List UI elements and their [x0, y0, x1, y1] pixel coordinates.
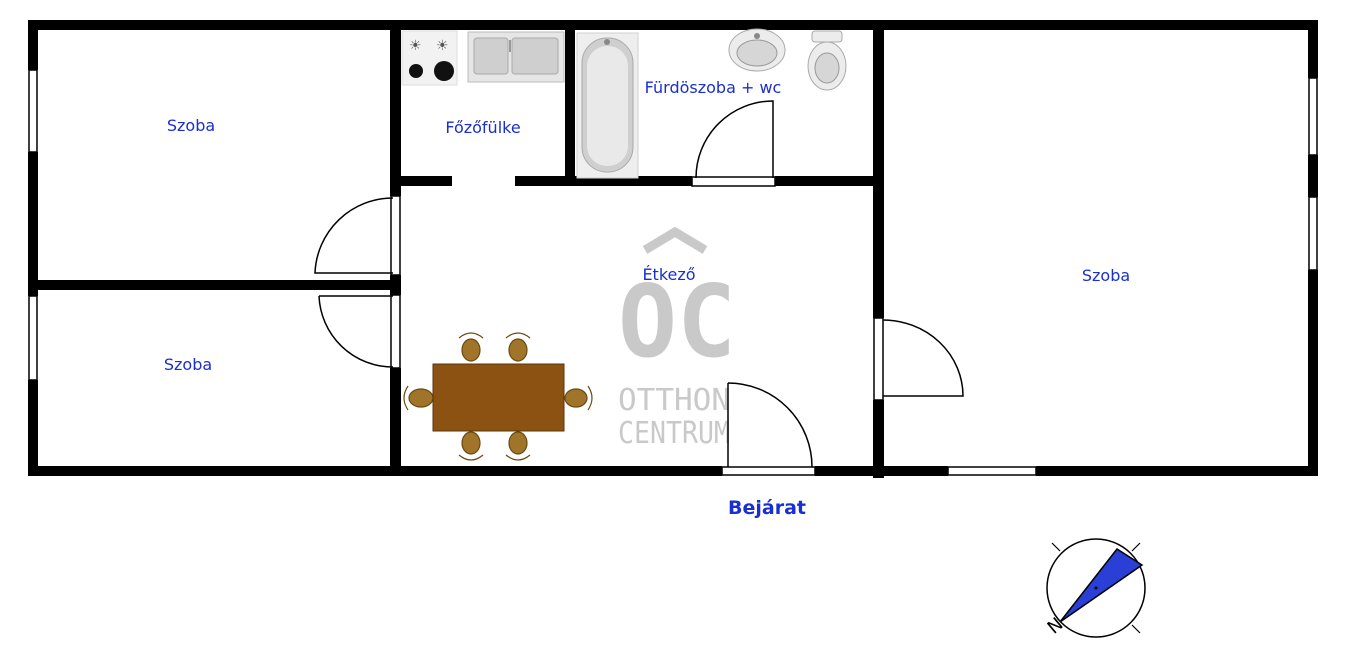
- outer-wall-right-c: [1308, 270, 1318, 476]
- wall-service-bottom-b: [515, 176, 692, 186]
- window-left-bottom: [28, 295, 38, 381]
- door-swing-entrance: [727, 382, 813, 468]
- walls: [28, 20, 1318, 478]
- svg-text:☀: ☀: [436, 38, 449, 54]
- wall-left-rooms-east-a: [390, 20, 401, 196]
- svg-text:☀: ☀: [409, 38, 422, 54]
- watermark-roof-icon: [642, 226, 708, 254]
- wall-kitchen-bath: [565, 20, 575, 186]
- outer-wall-left-c: [28, 380, 38, 476]
- room-label-right: Szoba: [1082, 266, 1130, 285]
- window-bottom-right: [947, 466, 1037, 476]
- chair-icon: [505, 431, 531, 461]
- chair-icon: [505, 332, 531, 362]
- chair-icon: [564, 385, 593, 411]
- chair-icon: [403, 385, 434, 411]
- watermark-monogram: OC: [618, 263, 736, 380]
- compass-needle: [1059, 548, 1144, 623]
- kitchen-sink-icon: [467, 31, 565, 83]
- wall-service-bottom-c: [775, 176, 883, 186]
- door-swing-bottom-left-room: [318, 295, 394, 368]
- window-right-mid: [1308, 196, 1318, 271]
- otthon-centrum-watermark: OC OTTHON CENTRUM: [618, 226, 736, 451]
- entrance-label: Bejárat: [728, 497, 806, 519]
- wall-central-east-a: [873, 20, 884, 318]
- compass-icon: N: [1044, 538, 1146, 638]
- door-frame-bottom-left-room: [390, 294, 401, 369]
- door-swing-bathroom: [695, 100, 774, 179]
- door-frame-bathroom: [691, 176, 776, 187]
- watermark-line1: OTTHON: [618, 383, 730, 418]
- window-left-top: [28, 69, 38, 153]
- chair-icon: [458, 332, 484, 362]
- outer-wall-bottom-right: [1036, 466, 1318, 476]
- windows: [28, 69, 1318, 476]
- chair-icon: [458, 431, 484, 461]
- doors: [314, 100, 964, 476]
- door-swing-top-left-room: [314, 197, 394, 274]
- outer-wall-left-b: [28, 152, 38, 296]
- outer-wall-right-a: [1308, 20, 1318, 78]
- door-swing-right-room: [882, 319, 964, 397]
- dining-table: [432, 363, 565, 432]
- wall-left-rooms-east-b: [390, 275, 401, 295]
- window-right-top: [1308, 77, 1318, 156]
- wall-left-rooms-divider: [28, 280, 401, 290]
- door-frame-right-room: [873, 317, 884, 401]
- dining-set: [403, 332, 593, 461]
- door-frame-entrance: [721, 466, 816, 476]
- room-label-bottom-left: Szoba: [164, 355, 212, 374]
- room-label-dining: Étkező: [642, 265, 695, 284]
- outer-wall-bottom-left: [28, 466, 722, 476]
- door-frame-top-left-room: [390, 195, 401, 276]
- bathtub-icon: [576, 32, 639, 179]
- room-label-kitchenette: Főzőfülke: [445, 118, 520, 137]
- washbasin-icon: [728, 28, 786, 72]
- outer-wall-right-b: [1308, 155, 1318, 197]
- room-label-top-left: Szoba: [167, 116, 215, 135]
- watermark-line2: CENTRUM: [618, 416, 730, 451]
- room-label-bathroom: Fürdöszoba + wc: [645, 78, 782, 97]
- stove-icon: ☀ ☀: [401, 30, 458, 86]
- wall-service-bottom-a: [390, 176, 452, 186]
- outer-wall-top: [28, 20, 1318, 30]
- wall-left-rooms-east-c: [390, 368, 401, 476]
- toilet-icon: [807, 30, 847, 91]
- outer-wall-left-a: [28, 20, 38, 70]
- wall-central-east-b: [873, 400, 884, 478]
